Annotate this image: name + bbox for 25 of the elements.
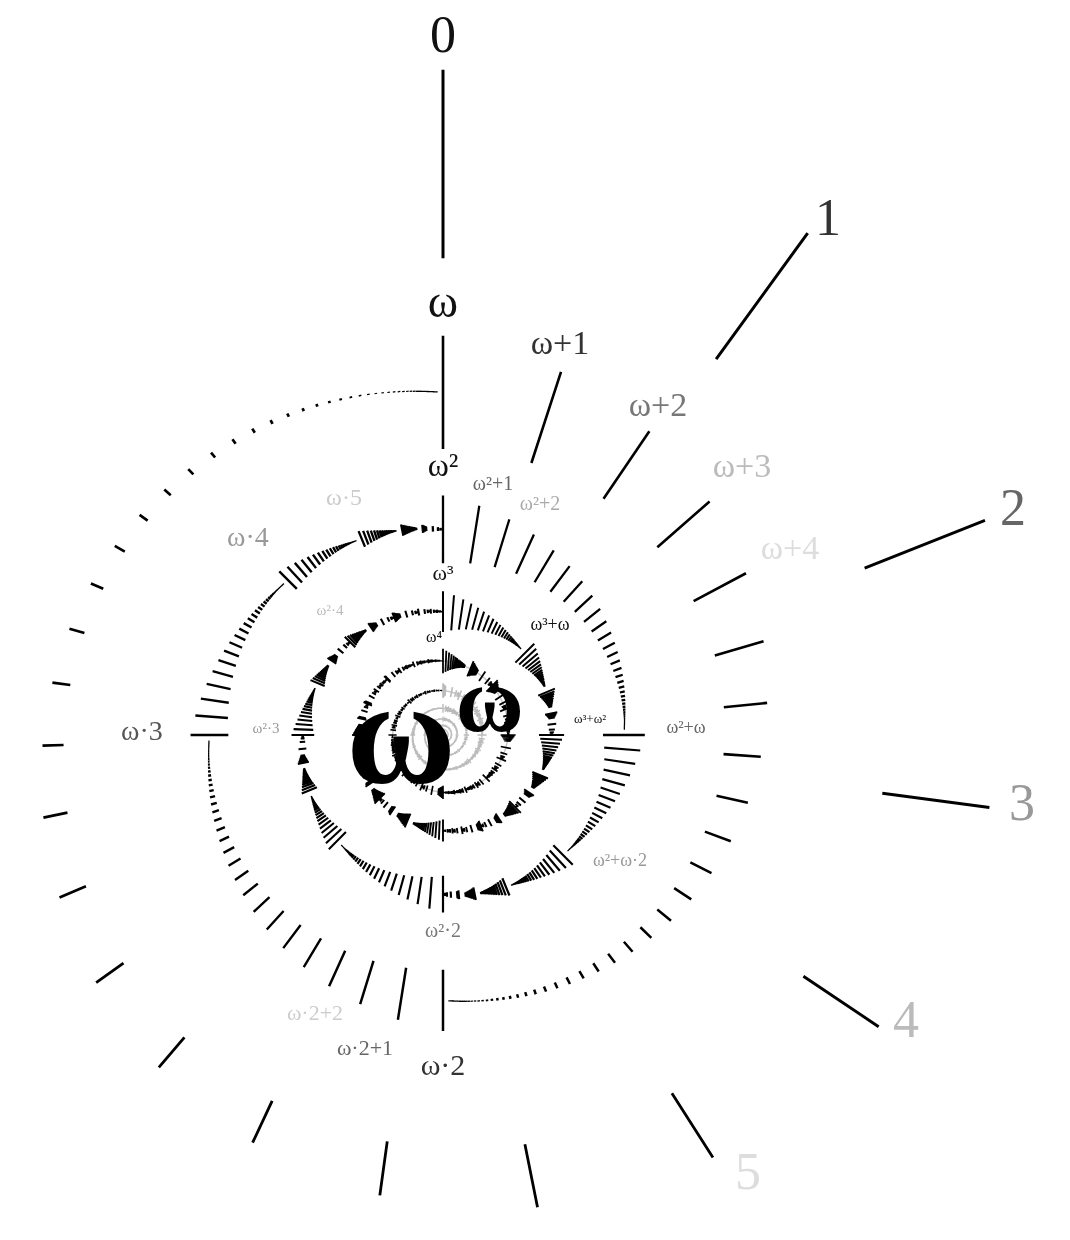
ordinal-label: ω+3 [712,449,772,483]
ordinal-label: 1 [815,192,841,244]
ordinal-label: ω² [427,449,459,481]
ordinal-label: ω+2 [628,388,688,422]
ordinal-label: 3 [1009,777,1035,829]
ordinal-label: ω²+ω [666,718,706,736]
ordinal-label: 2 [1000,482,1026,534]
ordinal-label: ω²+1 [472,473,514,493]
ordinal-label: 0 [430,9,456,61]
ordinal-label: ω+1 [530,326,590,360]
ordinal-label: ω³+ω² [573,711,607,725]
ordinal-label: ω⁴ [425,629,443,645]
ordinal-label: ω·3 [121,717,163,745]
ordinal-label: ω³ [432,562,454,584]
ordinal-label: 4 [893,994,919,1046]
ordinal-label: ω²·2 [425,920,461,940]
ordinal-label: ω·2+1 [336,1037,394,1059]
ordinal-label: ω²+2 [519,493,561,513]
ordinal-label: ω [427,279,459,325]
ordinal-label: ω²·3 [252,720,280,736]
ordinal-label: ω³+ω [530,615,570,633]
ordinal-label: ω²·4 [316,602,344,618]
ordinal-label: ω·2 [420,1050,466,1080]
ordinal-label: ω²+ω·2 [592,851,648,869]
ordinal-label: ω·4 [227,523,269,551]
